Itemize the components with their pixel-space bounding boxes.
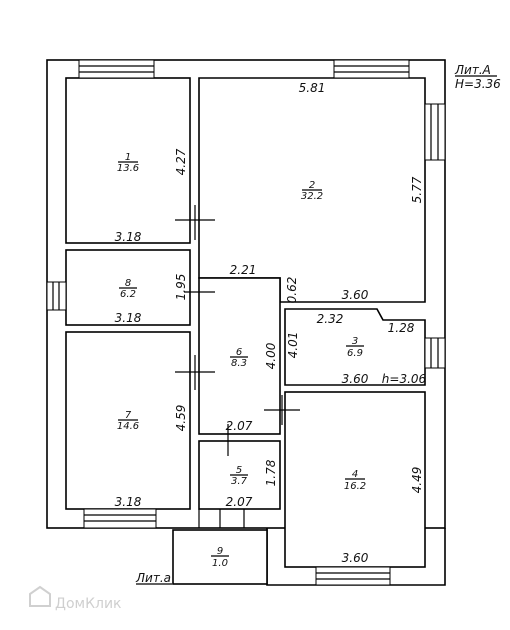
room-number: 4 <box>352 469 358 480</box>
watermark: ДомКлик <box>29 585 122 612</box>
window <box>83 508 157 529</box>
room-9 <box>172 529 268 585</box>
room-number: 9 <box>217 546 223 557</box>
room-area: 14.6 <box>117 421 139 432</box>
dimension-label: h=3.06 <box>382 372 427 386</box>
room-3 <box>284 308 426 386</box>
house-icon <box>29 585 51 607</box>
dimension-label: 2.07 <box>226 495 253 509</box>
window <box>315 566 391 586</box>
room-2-label: 2 32.2 <box>301 180 323 202</box>
room-7-label: 7 14.6 <box>117 410 139 432</box>
footer-lit-label: Лит.а <box>135 571 171 585</box>
door-marker <box>264 395 300 425</box>
watermark-text: ДомКлик <box>55 596 122 612</box>
room-area: 1.0 <box>212 558 228 569</box>
dimension-label: 3.60 <box>342 372 369 386</box>
dimension-label: 4.01 <box>286 332 300 359</box>
room-5-label: 5 3.7 <box>230 465 248 487</box>
room-area: 32.2 <box>301 191 323 202</box>
room-number: 3 <box>352 336 358 347</box>
window <box>333 59 410 79</box>
dimension-label: 3.18 <box>115 311 142 325</box>
room-8-label: 8 6.2 <box>119 278 137 300</box>
room-1 <box>65 77 191 244</box>
lit-label: Лит.А <box>454 63 491 77</box>
height-label: H=3.36 <box>455 77 501 91</box>
room-6 <box>198 277 281 435</box>
dimension-label: 3.18 <box>115 495 142 509</box>
dimension-label: 3.18 <box>115 230 142 244</box>
room-number: 7 <box>125 410 132 421</box>
room-area: 8.3 <box>231 358 247 369</box>
room-number: 2 <box>309 180 315 191</box>
dimension-label: 2.07 <box>226 419 253 433</box>
window <box>424 337 446 369</box>
dimension-label: 4.49 <box>410 467 424 494</box>
dimension-label: 1.28 <box>388 321 415 335</box>
room-4-label: 4 16.2 <box>344 469 366 492</box>
window <box>46 281 67 311</box>
dimension-label: 3.60 <box>342 551 369 565</box>
dimension-label: 4.00 <box>264 342 278 369</box>
door-marker <box>175 205 215 240</box>
window <box>424 103 446 161</box>
dimension-label: 4.59 <box>174 405 188 432</box>
dimension-label: 2.32 <box>317 312 344 326</box>
dimension-label: 2.21 <box>230 263 257 277</box>
dimension-label: 5.81 <box>299 81 326 95</box>
room-number: 5 <box>236 465 242 476</box>
room-6-label: 6 8.3 <box>230 347 248 369</box>
dimension-label: 3.60 <box>342 288 369 302</box>
door-marker <box>175 355 215 390</box>
window <box>78 59 155 79</box>
dimension-label: 4.27 <box>174 148 188 175</box>
room-number: 8 <box>125 278 131 289</box>
dimension-label: 1.95 <box>174 274 188 301</box>
dimension-label: 5.77 <box>410 176 424 203</box>
room-number: 6 <box>236 347 242 358</box>
room-area: 6.9 <box>347 348 363 359</box>
room-1-label: 1 13.6 <box>117 152 139 174</box>
room-area: 6.2 <box>120 289 136 300</box>
room-area: 3.7 <box>231 476 248 487</box>
room-3-label: 3 6.9 <box>346 336 364 359</box>
room-area: 13.6 <box>117 163 139 174</box>
room-area: 16.2 <box>344 481 366 492</box>
room-9-label: 9 1.0 <box>211 546 229 569</box>
room-number: 1 <box>125 152 131 163</box>
dimension-label: 1.78 <box>264 459 278 486</box>
dimension-label: 0.62 <box>285 277 299 304</box>
